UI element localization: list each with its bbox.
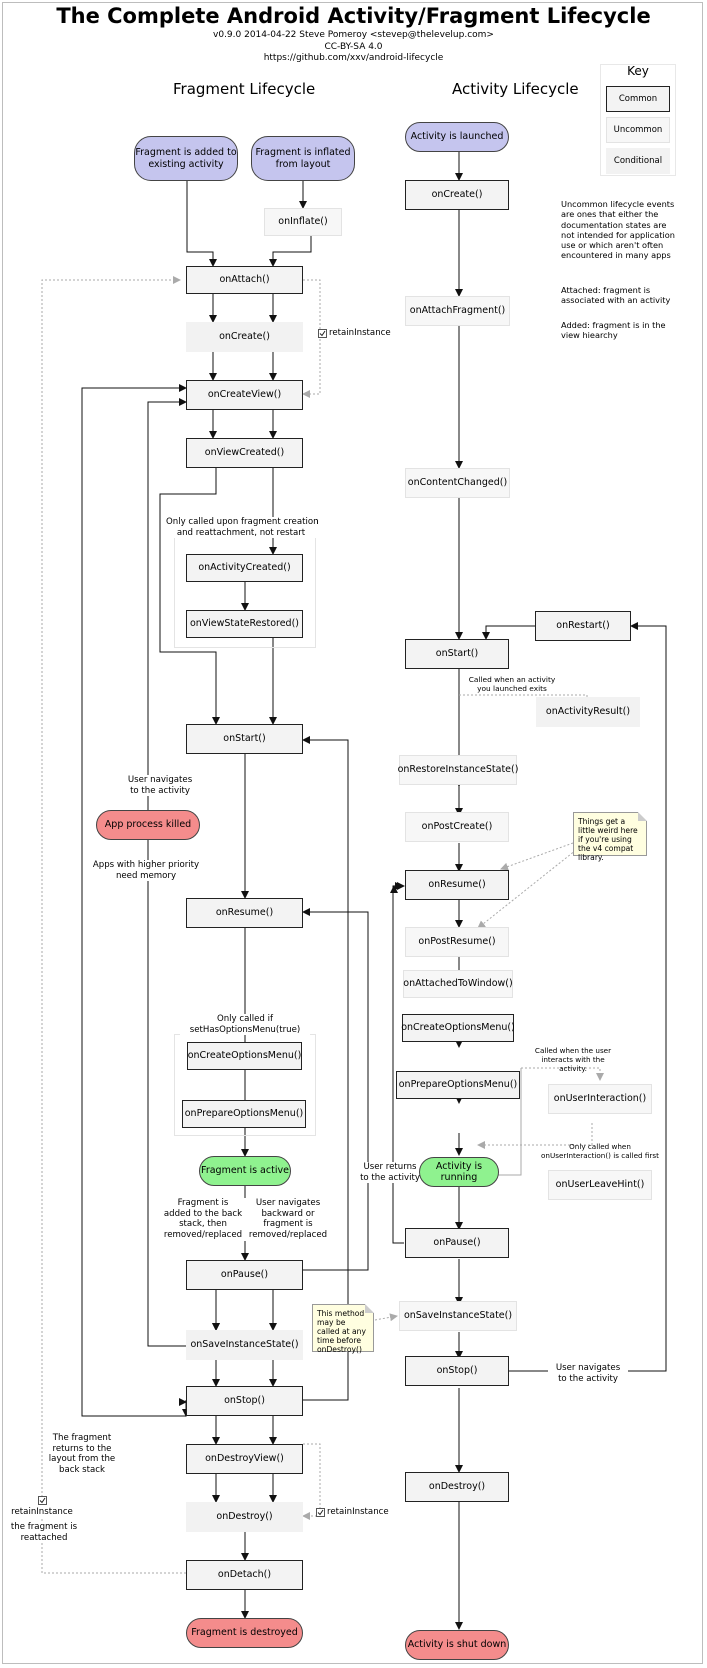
activity-oncreateoptionsmenu: onCreateOptionsMenu()	[401, 1014, 515, 1042]
fragment-inflated-start: Fragment is inflated from layout	[251, 136, 355, 181]
activity-launched: Activity is launched	[405, 122, 509, 152]
fragment-ondestroyview: onDestroyView()	[186, 1444, 303, 1474]
activity-lifecycle-heading: Activity Lifecycle	[452, 80, 579, 98]
activity-onuserinteraction: onUserInteraction()	[548, 1084, 652, 1114]
app-process-killed: App process killed	[96, 810, 200, 840]
user-navigates-act-label: User navigates to the activity	[548, 1363, 628, 1385]
url-line: https://github.com/xxv/android-lifecycle	[263, 53, 444, 63]
activity-onprepareoptionsmenu: onPrepareOptionsMenu()	[396, 1071, 520, 1099]
fragment-onstart: onStart()	[186, 724, 303, 754]
activity-onattachedtowindow: onAttachedToWindow()	[403, 970, 513, 998]
activity-onsaveinstancestate: onSaveInstanceState()	[399, 1301, 517, 1331]
key-title: Key	[627, 64, 649, 78]
reattached-label: the fragment is reattached	[8, 1522, 80, 1544]
fragment-lifecycle-heading: Fragment Lifecycle	[173, 80, 316, 98]
user-navigates-frag-label: User navigates to the activity	[110, 775, 210, 797]
activity-is-running: Activity is running	[419, 1157, 499, 1187]
added-note: Added: fragment is in the view hiearchy	[561, 320, 666, 341]
activity-is-shut-down: Activity is shut down	[405, 1630, 509, 1660]
activity-onuserleavehint: onUserLeaveHint()	[548, 1170, 652, 1200]
activity-onpause: onPause()	[405, 1228, 509, 1258]
retain-instance-label-1: retainInstance	[329, 328, 391, 338]
retain-instance-label-2: retainInstance	[327, 1507, 389, 1517]
activity-onpostresume: onPostResume()	[405, 927, 509, 957]
page-title: The Complete Android Activity/Fragment L…	[56, 4, 651, 28]
fragment-oncreateoptionsmenu: onCreateOptionsMenu()	[187, 1042, 302, 1070]
activity-onrestart: onRestart()	[535, 611, 631, 641]
fragment-oncreateview: onCreateView()	[186, 380, 303, 410]
activity-oncreate: onCreate()	[405, 180, 509, 210]
weird-note: Things get a little weird here if you're…	[573, 812, 647, 862]
fragment-added-start: Fragment is added to existing activity	[134, 136, 238, 181]
called-interacts-label: Called when the user interacts with the …	[534, 1046, 612, 1073]
fragment-is-destroyed: Fragment is destroyed	[186, 1618, 303, 1648]
checkbox-icon	[38, 1496, 47, 1505]
key-common: Common	[606, 86, 670, 112]
fragment-is-active: Fragment is active	[199, 1156, 291, 1186]
fragment-onstop: onStop()	[186, 1386, 303, 1416]
options-menu-label: Only called if setHasOptionsMenu(true)	[180, 1014, 310, 1036]
key-uncommon: Uncommon	[606, 117, 670, 143]
activity-onresume: onResume()	[405, 870, 509, 900]
fragment-onpause: onPause()	[186, 1260, 303, 1290]
activity-onactivityresult: onActivityResult()	[536, 697, 640, 727]
uncommon-note: Uncommon lifecycle events are ones that …	[561, 199, 675, 261]
fragment-ondetach: onDetach()	[186, 1560, 303, 1590]
fragment-onviewstaterestored: onViewStateRestored()	[186, 610, 303, 638]
version-line: v0.9.0 2014-04-22 Steve Pomeroy <stevep@…	[213, 30, 494, 40]
fragment-onsaveinstancestate: onSaveInstanceState()	[186, 1330, 303, 1360]
key-conditional: Conditional	[606, 148, 670, 174]
activity-onstart: onStart()	[405, 639, 509, 669]
fragment-oninflate: onInflate()	[264, 208, 342, 236]
called-userinteraction-label: Only called when onUserInteraction() is …	[541, 1142, 659, 1160]
fragment-onresume: onResume()	[186, 898, 303, 928]
returns-layout-label: The fragment returns to the layout from …	[46, 1433, 118, 1476]
checkbox-icon	[318, 329, 327, 338]
retain-instance-label-3: retainInstance	[10, 1507, 74, 1518]
called-exits-label: Called when an activity you launched exi…	[468, 675, 556, 694]
license-line: CC-BY-SA 4.0	[324, 42, 383, 52]
only-creation-label-bg: Only called upon fragment creation and r…	[166, 517, 319, 539]
fragment-onattach: onAttach()	[186, 266, 303, 294]
activity-ondestroy: onDestroy()	[405, 1472, 509, 1502]
activity-onstop: onStop()	[405, 1356, 509, 1386]
fragment-ondestroy: onDestroy()	[186, 1502, 303, 1532]
key-legend	[600, 64, 676, 176]
attached-note: Attached: fragment is associated with an…	[561, 285, 671, 306]
activity-onrestoreinstancestate: onRestoreInstanceState()	[398, 755, 518, 785]
checkbox-icon	[316, 1508, 325, 1517]
navigates-backward-label: User navigates backward or fragment is r…	[246, 1198, 330, 1241]
fragment-onprepareoptionsmenu: onPrepareOptionsMenu()	[182, 1100, 306, 1128]
fragment-oncreate: onCreate()	[186, 322, 303, 352]
user-returns-label: User returns to the activity	[350, 1162, 430, 1184]
fragment-onviewcreated: onViewCreated()	[186, 438, 303, 468]
added-back-stack-label: Fragment is added to the back stack, the…	[160, 1198, 246, 1241]
save-instance-note: This method may be called at any time be…	[312, 1304, 374, 1354]
activity-onpostcreate: onPostCreate()	[405, 812, 509, 842]
activity-oncontentchanged: onContentChanged()	[405, 468, 510, 498]
fragment-onactivitycreated: onActivityCreated()	[186, 554, 303, 582]
activity-onattachfragment: onAttachFragment()	[405, 296, 510, 326]
higher-priority-label: Apps with higher priority need memory	[86, 860, 206, 882]
